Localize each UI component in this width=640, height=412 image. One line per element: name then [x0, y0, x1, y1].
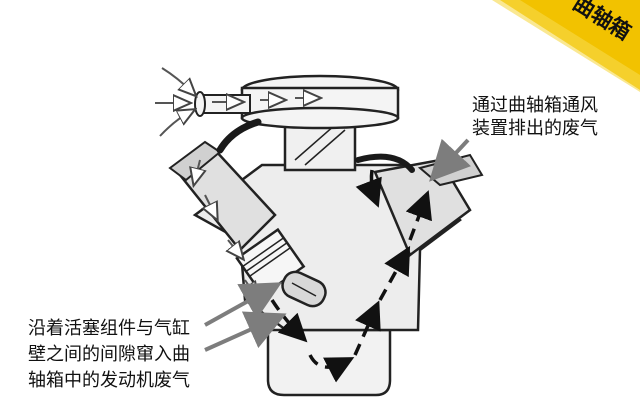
label-bottom-left-line3: 轴箱中的发动机废气	[28, 370, 190, 391]
pcv-hose-left	[216, 118, 262, 154]
air-snorkel	[199, 94, 251, 114]
pointer-arrow-bottom-2	[204, 311, 287, 352]
label-top-right-line1: 通过曲轴箱通风	[472, 95, 598, 116]
oil-pan	[266, 328, 392, 397]
corner-tag-band-light	[492, 0, 640, 92]
label-bottom-left-line1: 沿着活塞组件与气缸	[28, 318, 190, 339]
pointer-arrow-top	[429, 138, 471, 182]
label-bottom-left-line2: 壁之间的间隙窜入曲	[28, 344, 190, 365]
pointer-arrow-bottom-1	[204, 282, 282, 327]
label-top-right-line2: 装置排出的废气	[472, 118, 598, 139]
crankshaft	[281, 270, 327, 308]
pcv-hose-right	[355, 153, 415, 173]
